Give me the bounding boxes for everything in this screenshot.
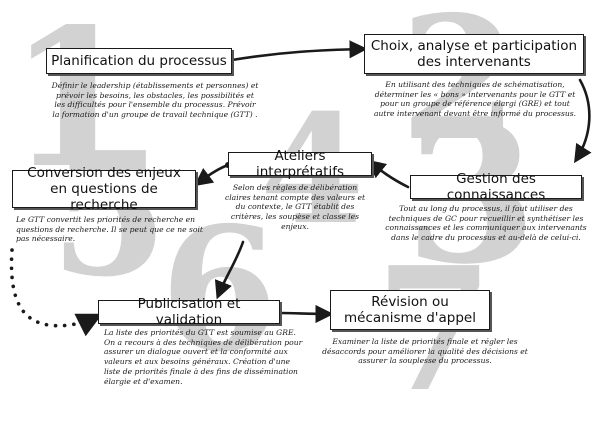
arrow-planification-to-choix bbox=[230, 40, 368, 62]
step-choix-description: En utilisant des techniques de schématis… bbox=[373, 80, 577, 119]
flow-arrows bbox=[9, 40, 592, 337]
step-conversion-title: Conversion des enjeux en questions de re… bbox=[12, 165, 196, 213]
step-ateliers-description: Selon des règles de délibération claires… bbox=[224, 183, 366, 231]
arrow-choix-to-gestion bbox=[574, 78, 592, 164]
bg-number-5: 5 bbox=[50, 115, 169, 315]
step-ateliers-title: Ateliers interprétatifs bbox=[228, 148, 372, 180]
step-choix-title: Choix, analyse et participation des inte… bbox=[364, 34, 584, 74]
step-publicisation-description: La liste des priorités du GTT est soumis… bbox=[104, 328, 303, 386]
step-revision-title: Révision ou mécanisme d'appel bbox=[330, 290, 490, 330]
step-publicisation-title: Publicisation et validation bbox=[98, 296, 280, 328]
step-conversion-description: Le GTT convertit les priorités de recher… bbox=[16, 215, 203, 244]
bg-number-2: 2 bbox=[400, 0, 519, 179]
arrow-conversion-to-publicisation bbox=[9, 248, 103, 337]
step-gestion-description: Tout au long du processus, il faut utili… bbox=[385, 204, 587, 243]
arrow-gestion-to-ateliers bbox=[367, 159, 410, 189]
arrow-publicisation-to-revision bbox=[278, 304, 334, 324]
step-planification-description: Définir le leadership (établissements et… bbox=[51, 81, 259, 120]
step-planification-title: Planification du processus bbox=[46, 48, 232, 74]
bg-number-1: 1 bbox=[8, 0, 141, 210]
arrow-ateliers-to-conversion bbox=[194, 163, 230, 187]
arrow-ateliers-to-publicisation bbox=[214, 240, 245, 300]
step-gestion-title: Gestion des connaissances bbox=[410, 171, 582, 203]
step-revision-description: Examiner la liste de priorités finale et… bbox=[322, 337, 528, 366]
bg-number-7: 7 bbox=[375, 230, 494, 430]
